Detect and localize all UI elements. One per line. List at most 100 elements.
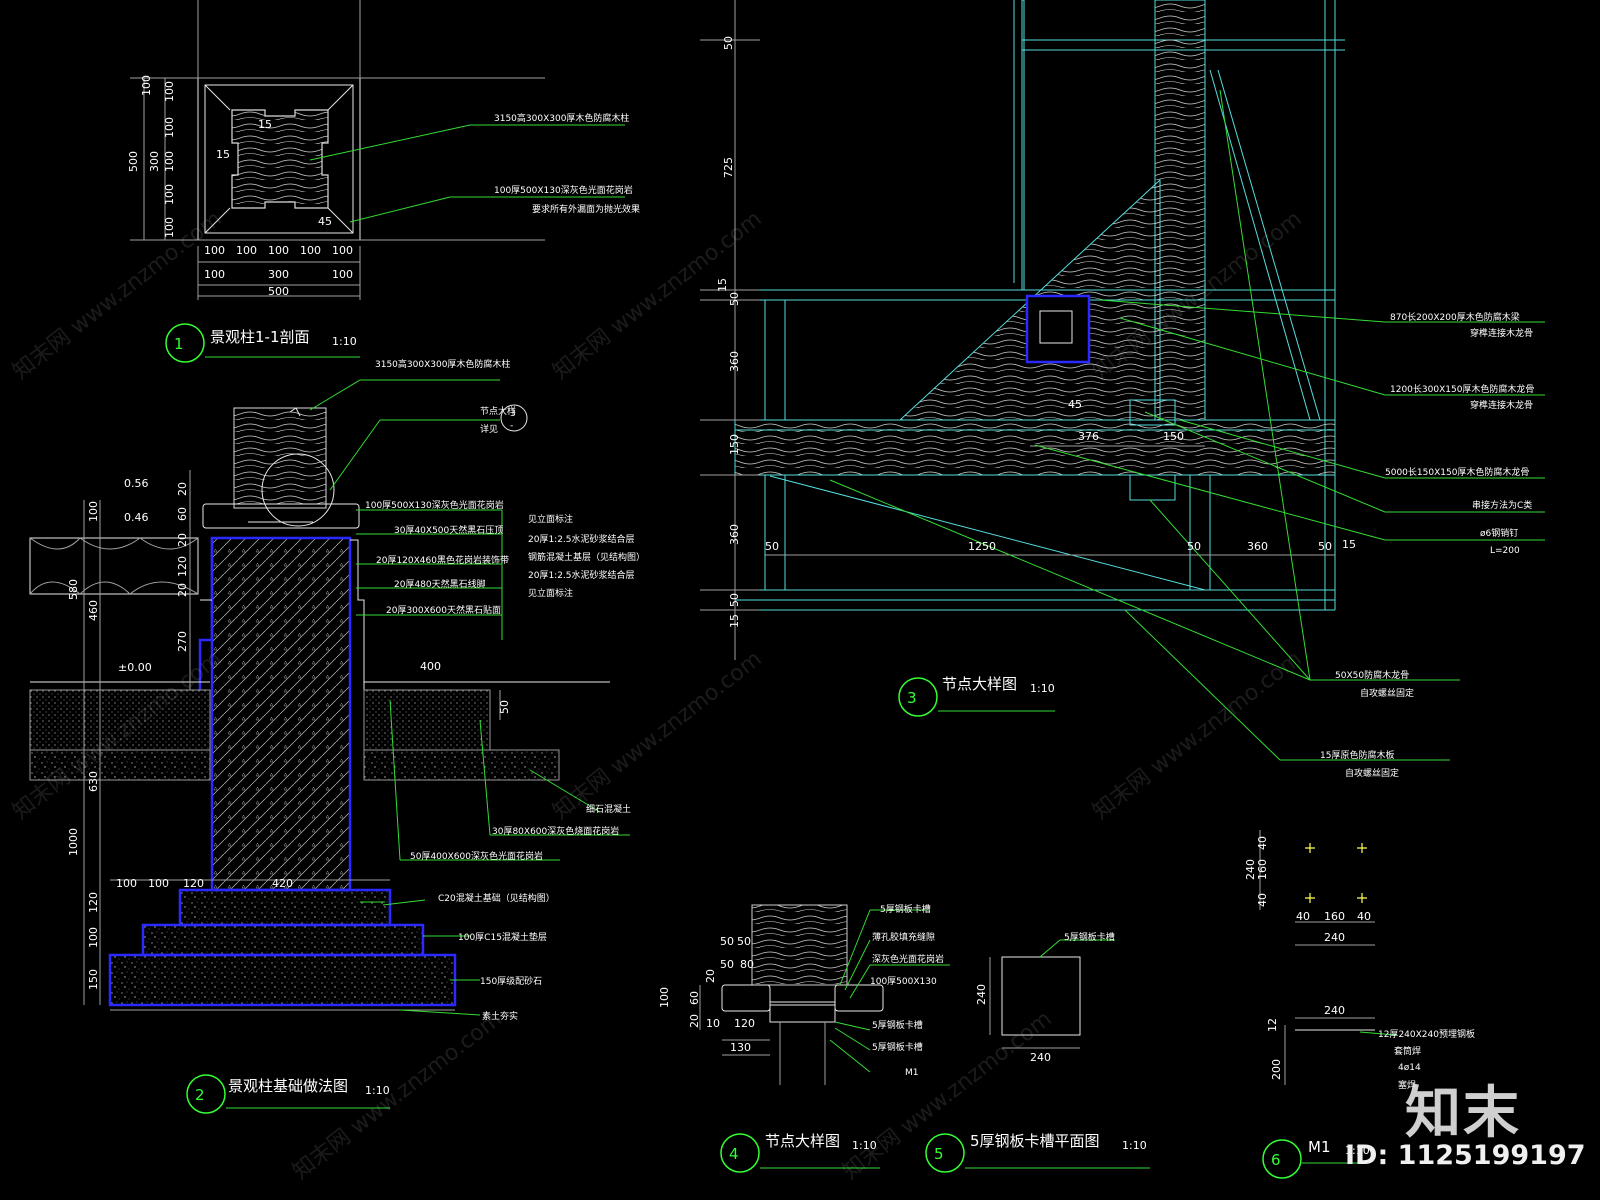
- d2-note: 20厚480天然黑石线脚: [394, 578, 486, 590]
- d3-note: 串接方法为C类: [1472, 499, 1532, 511]
- watermark-id: ID: 1125199197: [1345, 1140, 1586, 1171]
- d2-dim: 120: [87, 892, 100, 913]
- watermark-text: 知末网 www.znzmo.com: [548, 647, 766, 825]
- d1-dim: 100: [204, 244, 225, 257]
- d3-dim: 50: [722, 36, 735, 50]
- detail-1-column-section: [130, 0, 625, 300]
- d4-dim: 100: [658, 987, 671, 1008]
- d1-dim: 100: [163, 217, 176, 238]
- d4-note: 5厚钢板卡槽: [872, 1041, 923, 1053]
- d2-dim: 100: [87, 927, 100, 948]
- d4-dim: 20: [704, 969, 717, 983]
- d2-note: 100厚500X130深灰色光面花岗岩: [365, 499, 504, 511]
- d5-title: 5厚钢板卡槽平面图: [970, 1132, 1100, 1150]
- d3-dim: 15: [728, 614, 741, 628]
- d4-number: 4: [729, 1145, 739, 1163]
- d2-elevation: ±0.00: [118, 661, 152, 674]
- d3-dim: 376: [1078, 430, 1099, 443]
- d2-scale: 1:10: [365, 1084, 390, 1097]
- d1-dim: 100: [236, 244, 257, 257]
- d3-note: L=200: [1490, 546, 1520, 556]
- d3-dim: 360: [1247, 540, 1268, 553]
- d2-title: 景观柱基础做法图: [228, 1077, 348, 1095]
- d1-dim: 500: [127, 151, 140, 172]
- d2-elevation: 0.56: [124, 477, 149, 490]
- d3-dim: 725: [722, 157, 735, 178]
- d2-note: 20厚300X600天然黑石贴面: [386, 604, 501, 616]
- d2-note: 30厚80X600深灰色烧面花岗岩: [492, 825, 619, 837]
- d3-dim: 1250: [968, 540, 996, 553]
- d1-dim: 100: [163, 117, 176, 138]
- d3-note: 15厚原色防腐木板: [1320, 749, 1394, 761]
- d4-dim: 80: [740, 958, 754, 971]
- d5-dim: 240: [975, 984, 988, 1005]
- d4-dim: 60: [688, 991, 701, 1005]
- d3-note: 穿榫连接木龙骨: [1470, 399, 1533, 411]
- detail-6-embedded-plate: [1259, 830, 1396, 1085]
- d2-dim: 100: [148, 877, 169, 890]
- d2-note: 50厚400X600深灰色光面花岗岩: [410, 850, 543, 862]
- d6-dim: 160: [1324, 910, 1345, 923]
- d2-dim: 100: [87, 501, 100, 522]
- d1-dim-gap: 15: [258, 118, 272, 131]
- d3-number: 3: [907, 689, 917, 707]
- d3-title: 节点大样图: [942, 675, 1017, 693]
- d4-dim: 50: [720, 935, 734, 948]
- detail-2-foundation: [29, 379, 630, 1016]
- d3-note: ø6钢销钉: [1480, 527, 1518, 539]
- d2-note: C20混凝土基础（见结构图）: [438, 892, 555, 904]
- d3-dim: 150: [728, 434, 741, 455]
- d2-note-right: 见立面标注: [528, 513, 573, 525]
- d2-callout-label: 节点大样: [480, 405, 516, 417]
- d3-note: 1200长300X150厚木色防腐木龙骨: [1390, 383, 1534, 395]
- d2-dim: 20: [176, 533, 189, 547]
- d6-dim: 200: [1270, 1059, 1283, 1080]
- d2-dim: 270: [176, 631, 189, 652]
- d5-note: 5厚钢板卡槽: [1064, 931, 1115, 943]
- d2-dim: 100: [116, 877, 137, 890]
- d2-dim: 580: [67, 579, 80, 600]
- d1-dim: 100: [300, 244, 321, 257]
- d3-dim: 50: [1187, 540, 1201, 553]
- d2-elevation: 0.46: [124, 511, 149, 524]
- d2-dim: 630: [87, 771, 100, 792]
- d4-note: 5厚钢板卡槽: [880, 903, 931, 915]
- d3-note: 自攻螺丝固定: [1360, 687, 1414, 699]
- d2-dim: 20: [176, 583, 189, 597]
- d3-dim: 50: [765, 540, 779, 553]
- d4-dim: 50: [737, 935, 751, 948]
- d1-dim: 100: [140, 75, 153, 96]
- d4-title: 节点大样图: [765, 1132, 840, 1150]
- d6-scale: 1:10: [1345, 1144, 1370, 1157]
- d2-note: 20厚120X460黑色花岗岩装饰带: [376, 554, 509, 566]
- detail-5-steel-slot-plan: [989, 939, 1115, 1049]
- d2-callout-sub: 详见: [480, 423, 498, 435]
- d2-note-right: 见立面标注: [528, 587, 573, 599]
- d3-dim: 360: [728, 524, 741, 545]
- watermark-text: 知末网 www.znzmo.com: [288, 1007, 506, 1185]
- d6-number: 6: [1271, 1151, 1281, 1169]
- d6-note: 套筒焊: [1394, 1045, 1421, 1057]
- d1-dim: 300: [268, 268, 289, 281]
- d1-dim: 100: [268, 244, 289, 257]
- d3-note: 自攻螺丝固定: [1345, 767, 1399, 779]
- d1-dim: 100: [163, 184, 176, 205]
- d3-note: 穿榫连接木龙骨: [1470, 327, 1533, 339]
- d1-number: 1: [174, 335, 184, 353]
- d3-scale: 1:10: [1030, 682, 1055, 695]
- d1-dim: 100: [332, 268, 353, 281]
- d3-note: 870长200X200厚木色防腐木梁: [1390, 311, 1520, 323]
- d4-dim: 120: [734, 1017, 755, 1030]
- d3-dim: 50: [728, 292, 741, 306]
- d6-dim: 240: [1324, 1004, 1345, 1017]
- d2-dim: 400: [420, 660, 441, 673]
- d3-dim-angle: 45: [1068, 398, 1082, 411]
- d4-dim: 130: [730, 1041, 751, 1054]
- d6-dim: 40: [1357, 910, 1371, 923]
- d6-note: 12厚240X240预埋钢板: [1378, 1028, 1475, 1040]
- d2-dim: 1000: [67, 828, 80, 856]
- watermark-text: 知末网 www.znzmo.com: [838, 1007, 1056, 1185]
- d1-note-wood-column: 3150高300X300厚木色防腐木柱: [494, 112, 629, 124]
- d1-dim: 300: [148, 151, 161, 172]
- d2-note: 素土夯实: [482, 1010, 518, 1022]
